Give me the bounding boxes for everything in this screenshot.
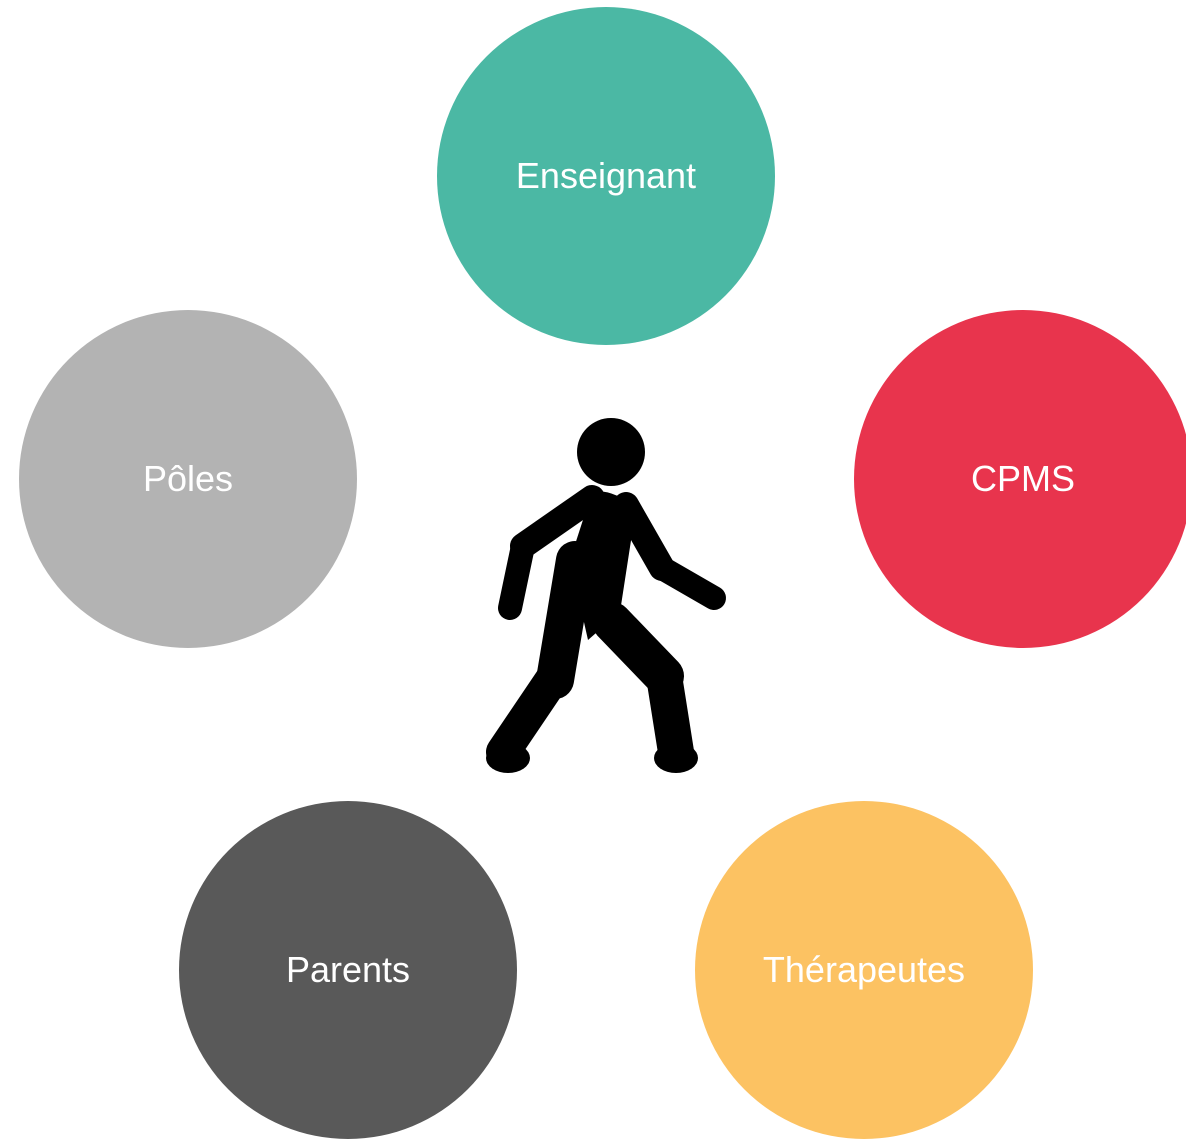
- therapeutes-label: Thérapeutes: [762, 949, 966, 990]
- cpms-circle: CPMS: [854, 310, 1186, 648]
- walking-person-icon: [486, 418, 726, 773]
- parents-circle: Parents: [179, 801, 517, 1139]
- therapeutes-circle: Thérapeutes: [695, 801, 1033, 1139]
- cpms-label: CPMS: [970, 458, 1075, 499]
- enseignant-circle: Enseignant: [437, 7, 775, 345]
- enseignant-label: Enseignant: [515, 155, 697, 196]
- poles-circle: Pôles: [19, 310, 357, 648]
- parents-label: Parents: [285, 949, 411, 990]
- poles-label: Pôles: [142, 458, 234, 499]
